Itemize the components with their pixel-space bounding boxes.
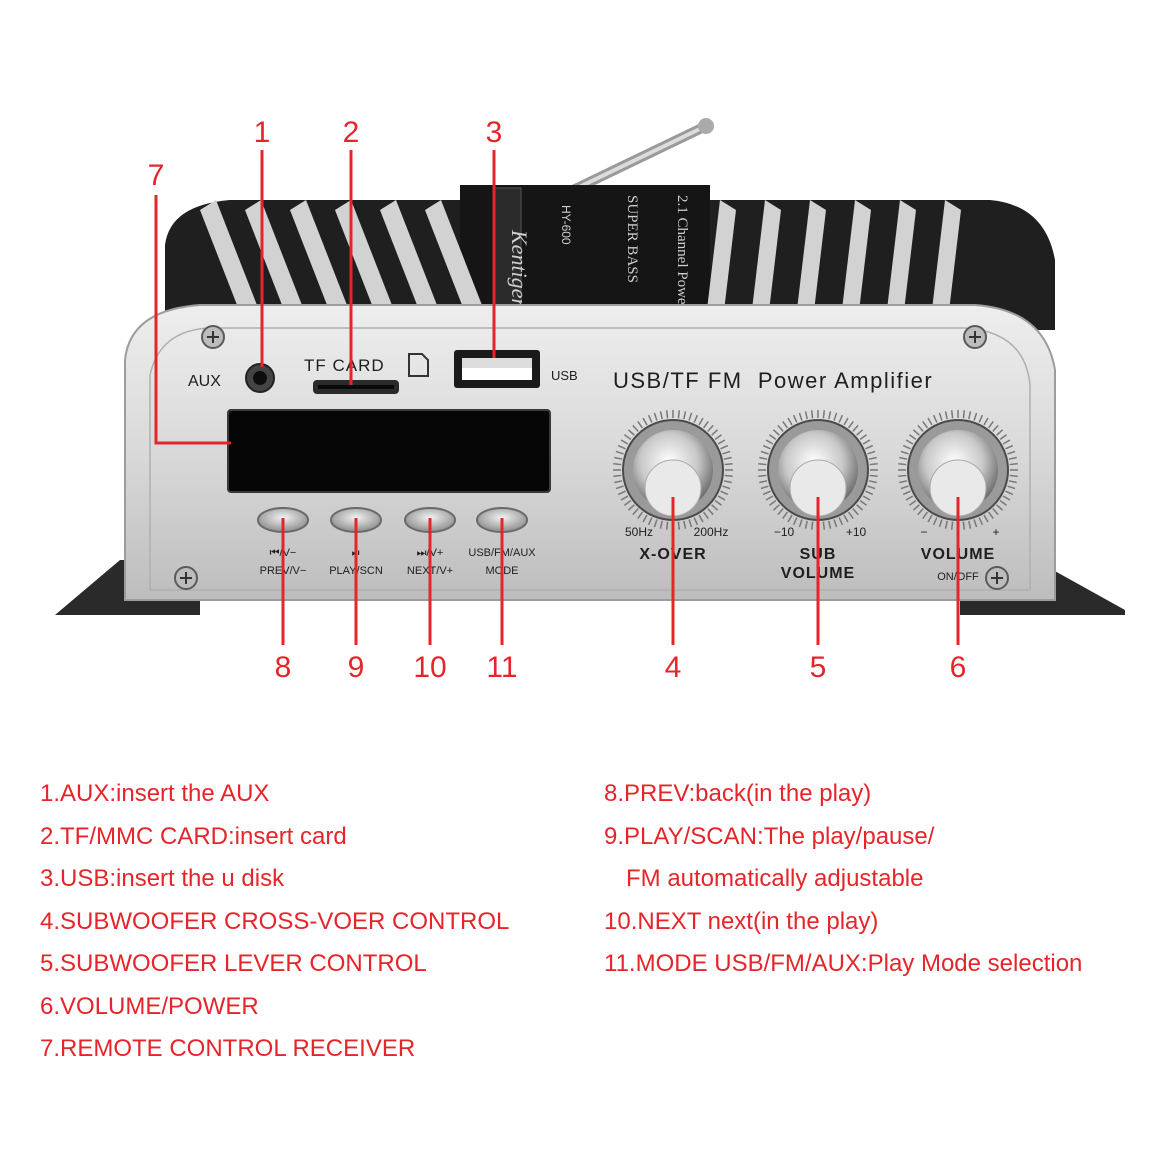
legend-item-5: 5.SUBWOOFER LEVER CONTROL [40,950,427,977]
callout-4: 4 [665,651,682,684]
fin-right-4 [841,200,871,328]
legend-item-7: 7.REMOTE CONTROL RECEIVER [40,1035,416,1062]
legend-item-11: 11.MODE USB/FM/AUX:Play Mode selection [604,950,1083,977]
remote-receiver-display [227,409,551,493]
fin-left-6 [425,200,487,328]
panel-title: USB/TF FM Power Amplifier [613,368,933,393]
fin-right-2 [751,200,781,328]
callout-11: 11 [486,651,517,684]
fin-right-3 [796,200,826,328]
knob-6-min-label: − [920,525,927,539]
callout-7: 7 [148,159,165,192]
callout-5: 5 [810,651,827,684]
legend-item-3: 3.USB:insert the u disk [40,865,285,892]
callout-numbers: 1 2 3 7 8 9 10 11 4 5 6 [148,116,967,684]
super-bass-label: SUPER BASS [624,195,640,283]
model-label: HY-600 [559,205,573,245]
legend-item-9: 9.PLAY/SCAN:The play/pause/ [604,822,935,850]
usb-port[interactable] [454,350,540,388]
usb-label: USB [551,368,578,383]
knob-4[interactable] [613,410,733,530]
fin-left-5 [380,200,442,328]
screw-1 [201,325,225,349]
knob-5-max-label: +10 [846,525,867,539]
screw-2 [963,325,987,349]
legend-item-4: 4.SUBWOOFER CROSS-VOER CONTROL [40,907,510,935]
knob-5-min-label: −10 [774,525,795,539]
screw-4 [985,566,1009,590]
fin-right-5 [886,200,916,328]
callout-lines [154,150,960,645]
knob-6[interactable] [898,410,1018,530]
tf-card-slot[interactable] [313,380,399,394]
legend-item-8: 8.PREV:back(in the play) [604,780,872,807]
legend-item-2: 2.TF/MMC CARD:insert card [40,822,347,850]
legend-item-6: 6.VOLUME/POWER [40,992,259,1020]
legend-item-10: 10.NEXT next(in the play) [604,907,879,935]
callout-8: 8 [275,651,292,684]
callout-1: 1 [254,116,271,149]
screw-3 [174,566,198,590]
legend-right: 8.PREV:back(in the play) 9.PLAY/SCAN:The… [604,773,1082,986]
legend-item-9-continued: FM automatically adjustable [626,865,924,892]
fin-right-1 [706,200,736,328]
aux-jack[interactable] [245,363,275,393]
fin-left-3 [290,200,352,328]
brand-label: Kentiger [507,229,532,307]
fin-left-1 [200,200,262,328]
fin-right-6 [931,200,961,328]
panel-screws [174,325,1009,590]
tf-card-label: TF CARD [304,356,385,375]
knob-5[interactable] [758,410,878,530]
knob-4-min-label: 50Hz [625,525,653,539]
sd-card-icon [408,353,429,377]
callout-10: 10 [413,651,446,684]
knob-6-max-label: + [992,525,999,539]
callout-6: 6 [950,651,967,684]
callout-9: 9 [348,651,365,684]
callout-2: 2 [343,116,360,149]
knob-4-max-label: 200Hz [694,525,729,539]
legend-item-1: 1.AUX:insert the AUX [40,780,270,807]
heatsink-fins [200,200,961,328]
legend-left: 1.AUX:insert the AUX 2.TF/MMC CARD:inser… [40,773,509,1071]
callout-3: 3 [486,116,503,149]
aux-label: AUX [188,373,221,390]
